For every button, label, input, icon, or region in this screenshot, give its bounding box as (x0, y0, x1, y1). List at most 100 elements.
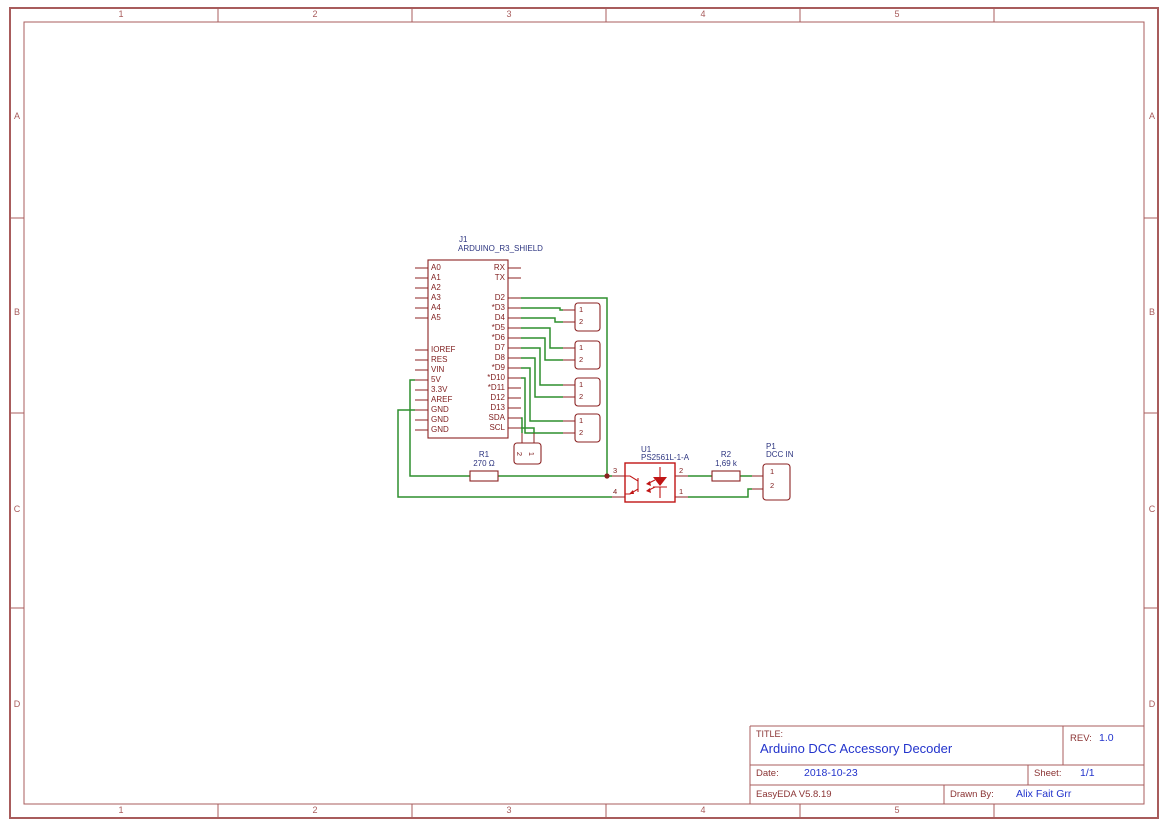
pin-label: A4 (431, 303, 441, 312)
zone-col-label: 1 (118, 805, 124, 815)
pin-label: SCL (489, 423, 505, 432)
u1-arrow-head-2 (646, 488, 651, 493)
u1-designator[interactable]: U1 (641, 445, 652, 454)
title-block-lines (749, 725, 1144, 804)
pin-label: A0 (431, 263, 441, 272)
pin-label: SDA (488, 413, 505, 422)
wire-junction-dot (604, 473, 610, 479)
tool-version: EasyEDA V5.8.19 (756, 789, 832, 800)
p1-dcc-in-body[interactable] (762, 463, 791, 501)
zone-row-label: D (13, 699, 21, 709)
pin-label: 3.3V (431, 385, 448, 394)
r2-value[interactable]: 1,69 k (715, 459, 737, 468)
pin-label: A3 (431, 293, 441, 302)
u1-name[interactable]: PS2561L-1-A (641, 453, 690, 462)
zone-row-label: C (1148, 504, 1156, 514)
pin-label: TX (494, 273, 505, 282)
header5-rotated-body[interactable] (513, 442, 542, 465)
pin-label: GND (431, 425, 449, 434)
sheet-value: 1/1 (1080, 767, 1095, 779)
drawn-by-label: Drawn By: (950, 789, 994, 800)
pin-label: D13 (490, 403, 505, 412)
pin-label: D8 (494, 353, 505, 362)
header4-pin1-number: 1 (579, 416, 584, 425)
header4-body[interactable] (574, 413, 601, 443)
zone-row-label: B (1148, 307, 1155, 317)
zone-row-label: A (1148, 111, 1155, 121)
pin-label: *D5 (491, 323, 505, 332)
zone-row-label: C (13, 504, 21, 514)
pin-label: RES (431, 355, 448, 364)
u1-pin3-number: 3 (613, 466, 618, 475)
header2-body[interactable] (574, 340, 601, 370)
wires[interactable] (397, 297, 752, 498)
header2-pin1-number: 1 (579, 343, 584, 352)
zone-row-label: D (1148, 699, 1156, 709)
rev-value: 1.0 (1099, 732, 1114, 744)
zone-col-label: 5 (894, 805, 900, 815)
pin-label: D4 (494, 313, 505, 322)
drawn-by-value: Alix Fait Grr (1016, 788, 1072, 800)
pin-label: GND (431, 415, 449, 424)
header3-pin1-number: 1 (579, 380, 584, 389)
pin-label: *D11 (487, 383, 505, 392)
pin-label: AREF (431, 395, 453, 404)
pin-label: IOREF (431, 345, 456, 354)
pin-label: GND (431, 405, 449, 414)
j1-designator[interactable]: J1 (459, 235, 468, 244)
pin-label: *D10 (487, 373, 505, 382)
header4-pin2-number: 2 (579, 428, 584, 437)
u1-arrow-head-1 (646, 481, 651, 486)
zone-col-label: 1 (118, 9, 124, 19)
zone-row-label: A (13, 111, 20, 121)
pin-label: A5 (431, 313, 441, 322)
pin-label: D12 (490, 393, 505, 402)
u1-led-triangle (653, 477, 667, 486)
u1-pin1-number: 1 (679, 487, 684, 496)
pin-label: A1 (431, 273, 441, 282)
zone-col-label: 3 (506, 9, 512, 19)
p1-name[interactable]: DCC IN (766, 450, 794, 459)
header1-body[interactable] (574, 302, 601, 332)
zone-col-label: 2 (312, 805, 318, 815)
pin-label: *D9 (491, 363, 505, 372)
r1-designator[interactable]: R1 (478, 450, 490, 459)
rev-label: REV: (1070, 733, 1092, 744)
p1-designator[interactable]: P1 (766, 442, 776, 451)
header1-pin1-number: 1 (579, 305, 584, 314)
header5-pin1-number: 1 (527, 451, 537, 457)
pin-label: RX (493, 263, 505, 272)
pin-label: D7 (494, 343, 505, 352)
zone-col-label: 5 (894, 9, 900, 19)
pin-label: A2 (431, 283, 441, 292)
r2-designator[interactable]: R2 (720, 450, 732, 459)
header3-pin2-number: 2 (579, 392, 584, 401)
date-value: 2018-10-23 (804, 767, 858, 779)
title-label: TITLE: (756, 729, 784, 739)
frame-zone-ticks (10, 8, 1158, 818)
zone-col-label: 4 (700, 805, 706, 815)
frame-outer (9, 7, 1159, 819)
r2-body[interactable] (711, 470, 741, 482)
header3-body[interactable] (574, 377, 601, 407)
u1-pin4-number: 4 (613, 487, 618, 496)
zone-col-label: 3 (506, 805, 512, 815)
j1-arduino-shield-body[interactable] (427, 259, 509, 439)
j1-name[interactable]: ARDUINO_R3_SHIELD (458, 244, 543, 253)
r1-body[interactable] (469, 470, 499, 482)
p1-pin2-number: 2 (770, 481, 775, 490)
header5-pin2-number: 2 (515, 451, 525, 457)
header2-pin2-number: 2 (579, 355, 584, 364)
pin-stubs (415, 267, 763, 498)
pin-label: VIN (431, 365, 445, 374)
sheet-label: Sheet: (1034, 768, 1062, 779)
u1-emitter-arrow (629, 490, 634, 494)
r1-value[interactable]: 270 Ω (473, 459, 495, 468)
zone-col-label: 2 (312, 9, 318, 19)
date-label: Date: (756, 768, 779, 779)
pin-label: *D6 (491, 333, 505, 342)
zone-row-label: B (13, 307, 20, 317)
pin-label: 5V (431, 375, 441, 384)
